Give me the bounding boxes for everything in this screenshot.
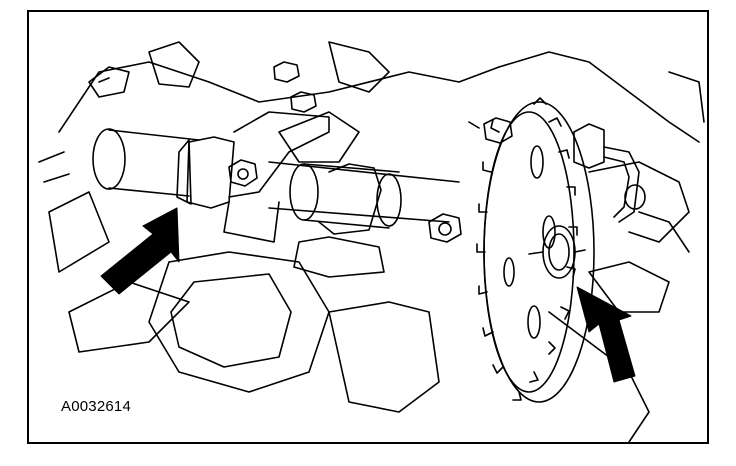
- fuel-line-fitting: [573, 123, 690, 253]
- sprocket-center-bolt: [528, 225, 586, 279]
- illustration-frame: A0032614: [27, 10, 709, 444]
- camshaft-sprocket: [476, 97, 595, 403]
- bearing-cap-left: [176, 111, 330, 243]
- arrow-icon: [576, 286, 636, 383]
- bearing-cap-center: [278, 111, 385, 278]
- figure-id-label: A0032614: [61, 398, 132, 415]
- camshaft-illustration: [38, 41, 705, 442]
- bolt: [98, 61, 513, 243]
- camshaft: [92, 128, 460, 235]
- arrow-icon: [100, 207, 180, 295]
- cylinder-head-outline: [38, 41, 705, 442]
